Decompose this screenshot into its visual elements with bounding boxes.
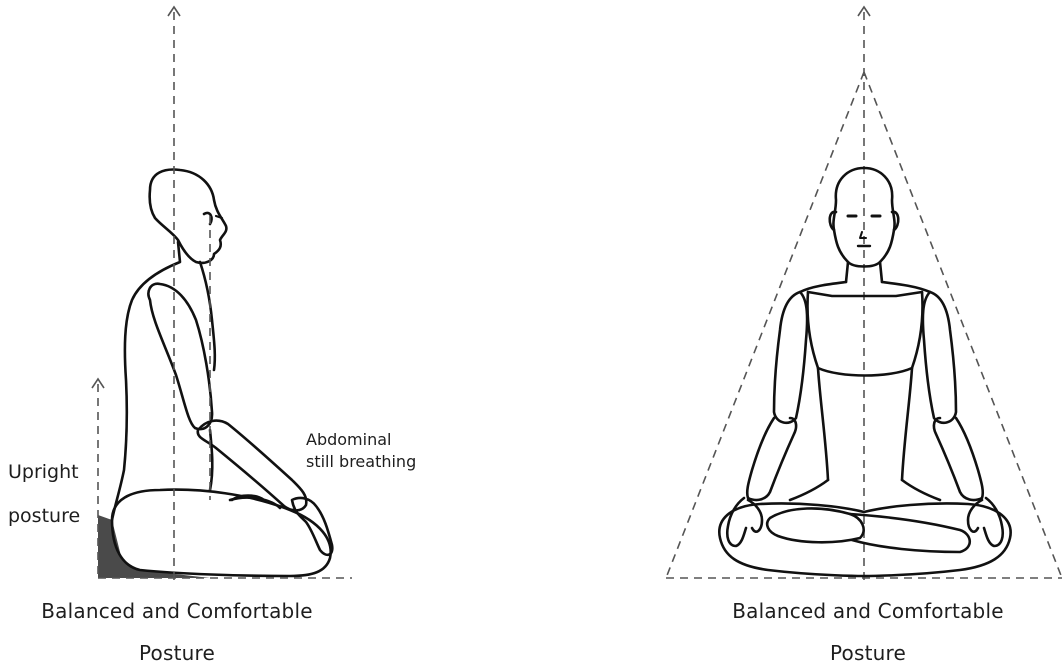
front-shin — [850, 514, 970, 552]
triangle-right-side — [864, 72, 1062, 578]
front-right-forearm — [934, 418, 983, 500]
right-caption-line1: Balanced and Comfortable — [688, 599, 1048, 623]
front-nose — [860, 232, 866, 238]
side-head — [150, 170, 227, 263]
right-caption-line2: Posture — [688, 641, 1048, 665]
triangle-left-side — [666, 72, 864, 578]
side-hand — [292, 498, 332, 555]
upright-label-line2: posture — [8, 505, 80, 527]
left-caption-line1: Balanced and Comfortable — [0, 599, 357, 623]
side-view-arrowheads — [92, 7, 180, 388]
front-chest — [807, 292, 922, 376]
side-chest — [200, 262, 215, 370]
side-upper-arm — [148, 284, 212, 429]
left-caption-line2: Posture — [0, 641, 357, 665]
front-torso — [800, 282, 930, 296]
side-back — [112, 242, 180, 520]
front-left-upper-arm — [774, 292, 807, 423]
front-view-guides — [666, 12, 1062, 584]
front-waist — [790, 480, 940, 500]
side-legs — [112, 490, 331, 576]
front-view-figure — [719, 168, 1010, 576]
front-right-upper-arm — [923, 292, 956, 423]
front-left-forearm — [747, 418, 796, 500]
side-calf — [230, 498, 280, 508]
upright-label-line1: Upright — [8, 461, 79, 483]
front-abdomen — [818, 368, 912, 480]
abdominal-label-line2: still breathing — [306, 451, 416, 472]
abdominal-label-line1: Abdominal — [306, 429, 391, 450]
side-view-figure — [98, 170, 332, 578]
side-view-guides — [98, 12, 352, 580]
